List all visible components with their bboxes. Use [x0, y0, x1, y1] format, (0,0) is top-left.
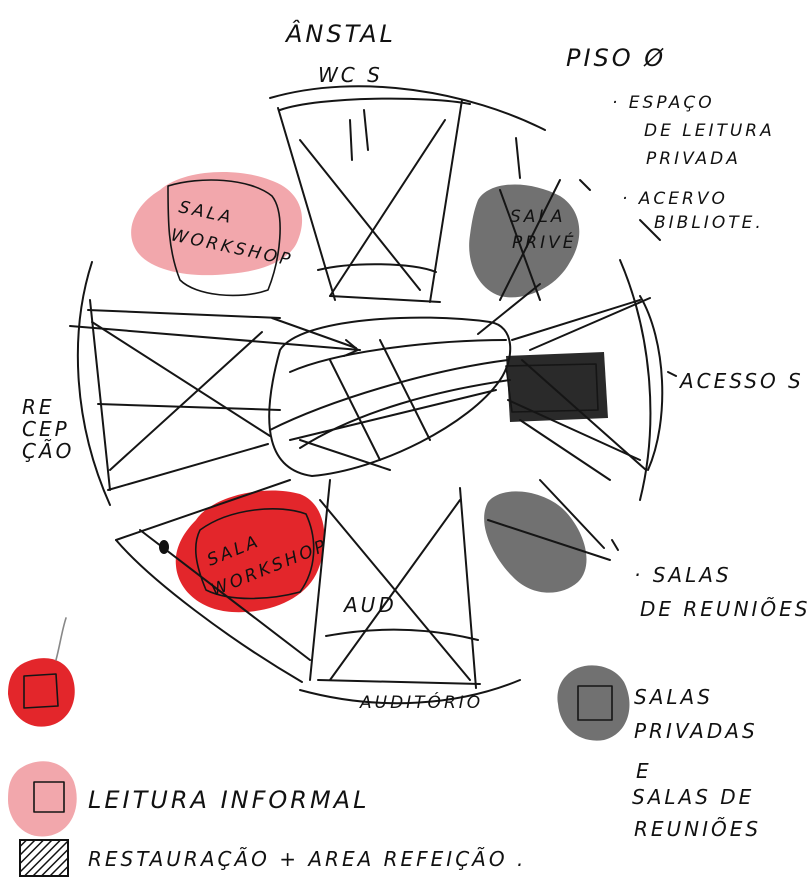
ink-dot	[159, 540, 169, 554]
legend-swatch-workshop-red-stem	[56, 618, 66, 660]
label-prive-1: SALA	[510, 207, 566, 227]
legend-label-restauracao: RESTAURAÇÃO + AREA REFEIÇÃO .	[88, 847, 526, 871]
legend-label-private-2: PRIVADAS	[634, 719, 758, 743]
label-rececao-3: ÇÃO	[22, 439, 74, 463]
floor-label: PISO Ø	[566, 44, 666, 72]
note-espaco-2: DE LEITURA	[644, 121, 775, 141]
note-espaco-1: · ESPAÇO	[612, 93, 715, 113]
label-auditorio-inner: AUD	[342, 593, 397, 617]
note-salas-1: · SALAS	[634, 563, 732, 587]
legend: LEITURA INFORMAL RESTAURAÇÃO + AREA REFE…	[8, 618, 761, 876]
label-acessos: ACESSO S	[678, 369, 804, 393]
note-salas-2: DE REUNIÕES	[640, 597, 811, 621]
label-wc: WC S	[318, 63, 383, 87]
label-auditorio: AUDITÓRIO	[359, 691, 483, 713]
legend-label-private-5: REUNIÕES	[634, 817, 761, 841]
title-anstal: ÂNSTAL	[284, 19, 396, 48]
label-rececao-2: CEP	[22, 417, 70, 441]
label-rececao-1: RE	[22, 395, 55, 419]
label-prive-2: PRIVÉ	[512, 231, 576, 253]
reunioes-fill	[484, 491, 586, 592]
legend-label-private-1: SALAS	[634, 685, 713, 709]
legend-label-private-3: E	[636, 759, 652, 783]
note-acervo-2: BIBLIOTE.	[654, 213, 764, 233]
legend-label-private-4: SALAS DE	[632, 785, 754, 809]
legend-swatch-leitura-pink	[8, 761, 77, 836]
legend-swatch-hatched	[20, 840, 68, 876]
legend-swatch-workshop-red	[8, 658, 75, 726]
legend-swatch-private-grey	[557, 665, 629, 740]
legend-label-leitura: LEITURA INFORMAL	[88, 786, 369, 814]
note-acervo-1: · ACERVO	[622, 189, 728, 209]
note-espaco-3: PRIVADA	[646, 149, 741, 169]
